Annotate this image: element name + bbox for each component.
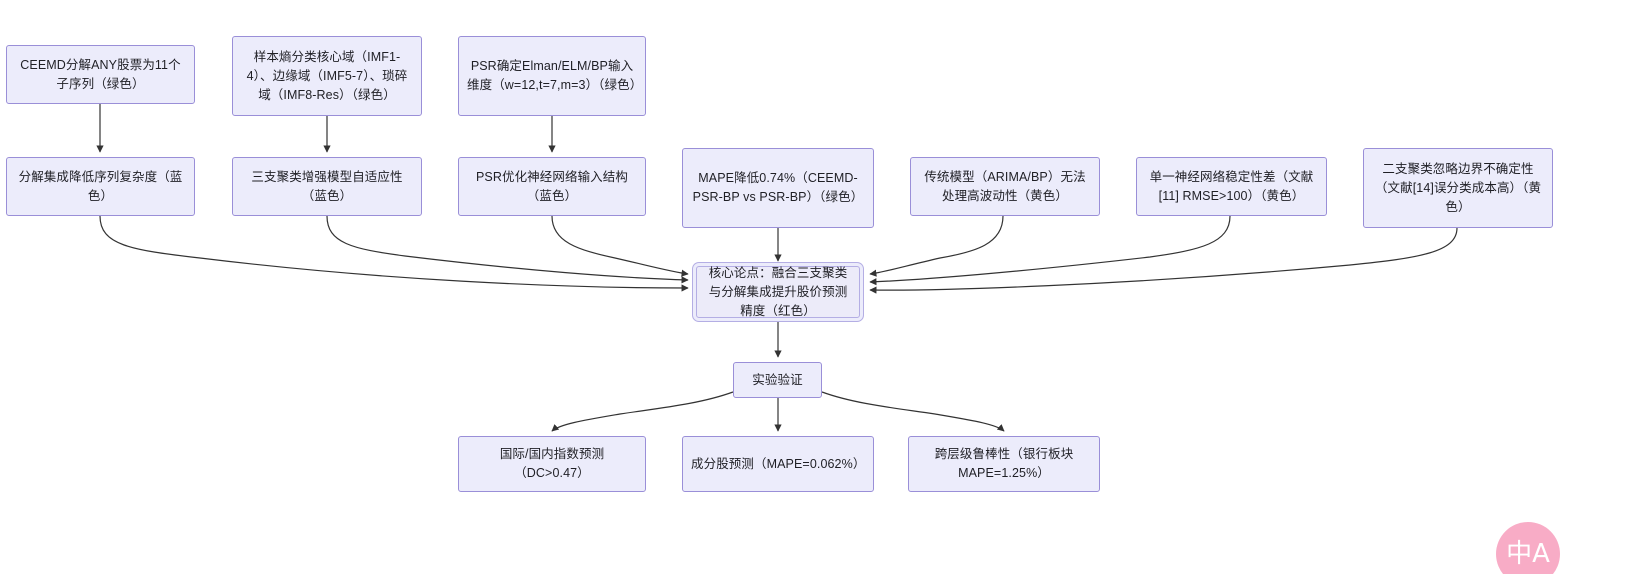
edge-n9-n11 [869, 215, 1231, 286]
node-label: CEEMD分解ANY股票为11个子序列（绿色） [20, 57, 181, 91]
node-single-nn-instability[interactable]: 单一神经网络稳定性差（文献[11] RMSE>100）（黄色） [1136, 157, 1327, 216]
watermark-text: 中A [1506, 539, 1550, 569]
node-label: 核心论点：融合三支聚类与分解集成提升股价预测精度（红色） [708, 265, 848, 318]
node-traditional-model-limitation[interactable]: 传统模型（ARIMA/BP）无法处理高波动性（黄色） [910, 157, 1100, 216]
node-label: 样本熵分类核心域（IMF1-4）、边缘域（IMF5-7）、琐碎域（IMF8-Re… [246, 49, 408, 102]
edge-n12-n15 [821, 391, 1005, 432]
node-three-way-clustering-adaptivity[interactable]: 三支聚类增强模型自适应性（蓝色） [232, 157, 422, 216]
node-label: 二支聚类忽略边界不确定性（文献[14]误分类成本高）（黄色） [1374, 161, 1542, 214]
node-label: 单一神经网络稳定性差（文献[11] RMSE>100）（黄色） [1149, 169, 1314, 203]
node-label: 实验验证 [752, 372, 803, 387]
node-label: 跨层级鲁棒性（银行板块MAPE=1.25%） [934, 447, 1074, 480]
edge-n5-n11 [326, 215, 689, 284]
node-label: MAPE降低0.74%（CEEMD-PSR-BP vs PSR-BP）（绿色） [692, 171, 864, 204]
node-label: 国际/国内指数预测（DC>0.47） [499, 447, 605, 480]
edge-n10-n11 [869, 227, 1458, 294]
node-psr-optimize-nn-input[interactable]: PSR优化神经网络输入结构（蓝色） [458, 157, 646, 216]
node-sample-entropy-classification[interactable]: 样本熵分类核心域（IMF1-4）、边缘域（IMF5-7）、琐碎域（IMF8-Re… [232, 36, 422, 116]
node-index-forecast[interactable]: 国际/国内指数预测（DC>0.47） [458, 436, 646, 492]
watermark-badge: 中A [1496, 522, 1560, 574]
node-core-thesis[interactable]: 核心论点：融合三支聚类与分解集成提升股价预测精度（红色） [696, 266, 860, 318]
node-cross-level-robustness[interactable]: 跨层级鲁棒性（银行板块MAPE=1.25%） [908, 436, 1100, 492]
node-label: 传统模型（ARIMA/BP）无法处理高波动性（黄色） [924, 169, 1086, 203]
node-psr-input-dimension[interactable]: PSR确定Elman/ELM/BP输入维度（w=12,t=7,m=3）（绿色） [458, 36, 646, 116]
node-mape-reduction[interactable]: MAPE降低0.74%（CEEMD-PSR-BP vs PSR-BP）（绿色） [682, 148, 874, 228]
node-two-way-clustering-boundary[interactable]: 二支聚类忽略边界不确定性（文献[14]误分类成本高）（黄色） [1363, 148, 1553, 228]
node-constituent-stock-forecast[interactable]: 成分股预测（MAPE=0.062%） [682, 436, 874, 492]
edge-n8-n11 [869, 215, 1004, 277]
node-label: PSR确定Elman/ELM/BP输入维度（w=12,t=7,m=3）（绿色） [467, 59, 643, 92]
node-experimental-verification[interactable]: 实验验证 [733, 362, 822, 398]
node-label: 成分股预测（MAPE=0.062%） [691, 456, 866, 471]
node-label: PSR优化神经网络输入结构（蓝色） [475, 169, 628, 203]
node-label: 三支聚类增强模型自适应性（蓝色） [251, 169, 403, 203]
edge-n12-n13 [551, 391, 734, 432]
node-ceemd-decompose[interactable]: CEEMD分解ANY股票为11个子序列（绿色） [6, 45, 195, 104]
node-reduce-sequence-complexity[interactable]: 分解集成降低序列复杂度（蓝色） [6, 157, 195, 216]
node-label: 分解集成降低序列复杂度（蓝色） [18, 169, 183, 203]
edge-n4-n11 [99, 215, 689, 292]
edge-n6-n11 [551, 215, 689, 277]
